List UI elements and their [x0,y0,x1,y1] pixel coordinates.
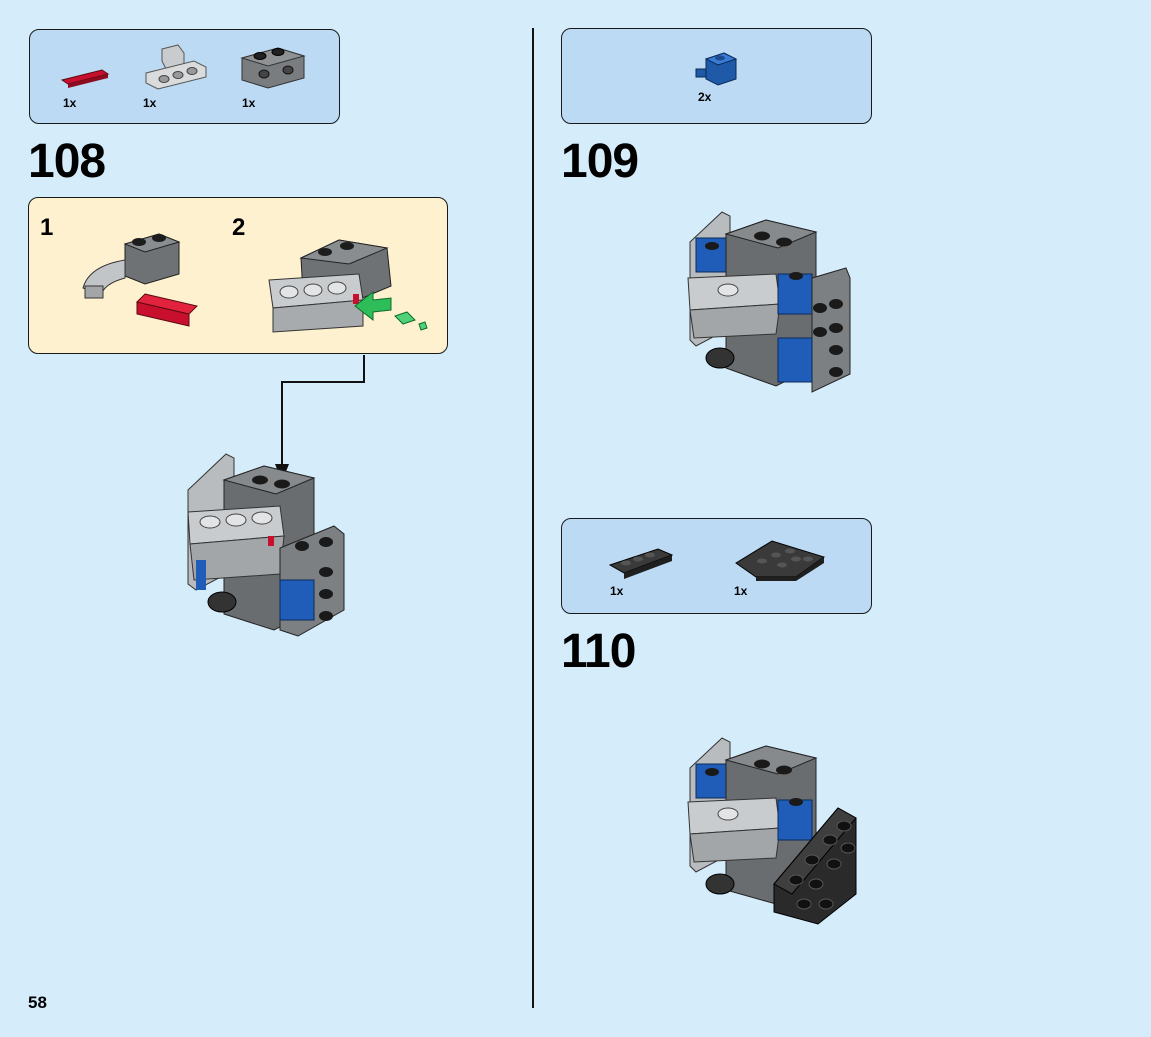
black-wedge-plate-icon [735,540,826,581]
light-gray-beam-icon [145,44,207,90]
substep-number: 1 [40,214,54,241]
black-plate-icon [608,548,674,579]
step-number-110: 110 [561,625,636,678]
step108-main-assembly [187,453,345,637]
substep1-assembly-illustration [82,233,198,327]
parts-list-108: 1x 1x 1x [29,29,340,124]
step-number-109: 109 [561,135,639,188]
part-qty: 1x [610,584,624,598]
part-qty: 1x [143,96,157,110]
step-number-108: 108 [28,135,106,188]
substep2-assembly-illustration [268,239,428,333]
subassembly-box-108: 1 2 [28,197,448,354]
step110-main-assembly [687,737,857,925]
page-number: 58 [28,993,47,1012]
parts-list-110: 1x 1x [561,518,872,614]
column-divider [532,28,534,1008]
part-qty: 2x [698,90,712,104]
part-qty: 1x [734,584,748,598]
part-qty: 1x [63,96,77,110]
step109-main-assembly [687,211,851,393]
blue-brick-clip-icon [695,52,738,86]
part-qty: 1x [242,96,256,110]
red-axle-pin-icon [60,69,110,88]
parts-list-109: 2x [561,28,872,124]
substep-number: 2 [232,214,246,241]
dark-gray-brick-icon [240,47,306,89]
